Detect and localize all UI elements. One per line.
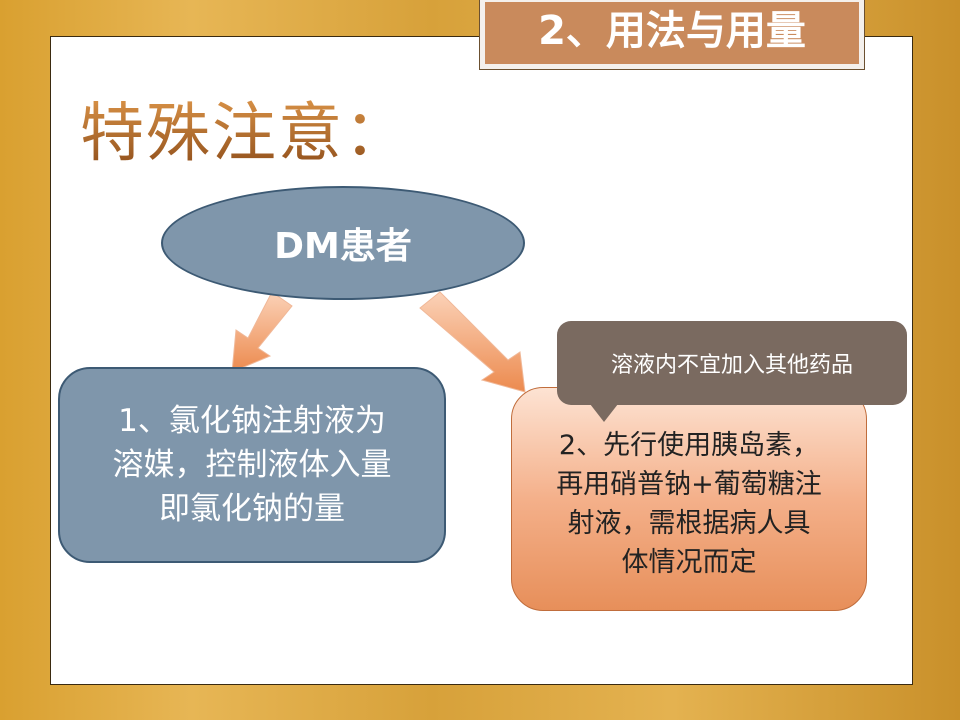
section-title-box: 2、用法与用量 bbox=[479, 0, 865, 70]
right-node-line: 射液，需根据病人具 bbox=[567, 508, 811, 539]
callout-text: 溶液内不宜加入其他药品 bbox=[610, 353, 853, 378]
arrow-right bbox=[419, 291, 526, 393]
left-node: 1、氯化钠注射液为 溶媒，控制液体入量 即氯化钠的量 bbox=[58, 367, 446, 563]
right-node-line: 2、先行使用胰岛素， bbox=[558, 430, 820, 461]
right-node: 2、先行使用胰岛素， 再用硝普钠+葡萄糖注 射液，需根据病人具 体情况而定 bbox=[511, 387, 867, 611]
heading: 特殊注意： bbox=[80, 82, 410, 174]
left-node-line: 即氯化钠的量 bbox=[159, 491, 345, 527]
section-title: 2、用法与用量 bbox=[485, 2, 859, 64]
right-node-line: 体情况而定 bbox=[621, 547, 757, 578]
root-node-dm-patients: DM患者 bbox=[161, 186, 525, 300]
callout-note: 溶液内不宜加入其他药品 bbox=[557, 321, 907, 405]
right-node-line: 再用硝普钠+葡萄糖注 bbox=[556, 469, 822, 500]
root-node-label: DM患者 bbox=[274, 226, 412, 267]
arrow-left bbox=[231, 291, 293, 373]
left-node-line: 溶媒，控制液体入量 bbox=[112, 447, 392, 483]
callout-tail bbox=[590, 404, 618, 422]
left-node-line: 1、氯化钠注射液为 bbox=[118, 403, 386, 439]
